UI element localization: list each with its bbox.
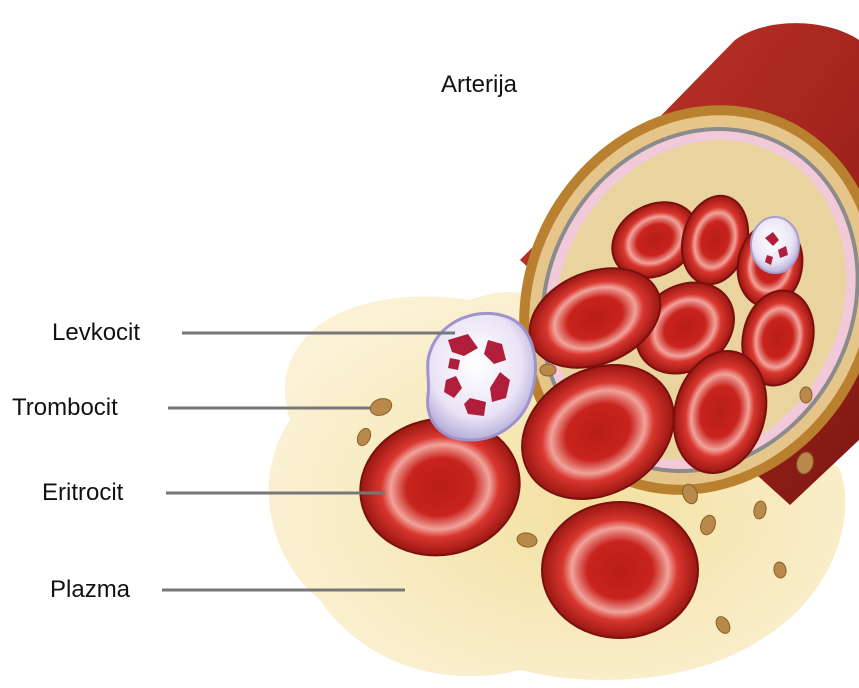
label-levkocit: Levkocit <box>52 321 140 345</box>
label-trombocit: Trombocit <box>12 396 118 420</box>
title-arterija: Arterija <box>441 73 517 97</box>
white-blood-cell-small <box>751 217 799 273</box>
label-plazma: Plazma <box>50 578 130 602</box>
red-blood-cell <box>542 502 698 638</box>
label-eritrocit: Eritrocit <box>42 481 123 505</box>
